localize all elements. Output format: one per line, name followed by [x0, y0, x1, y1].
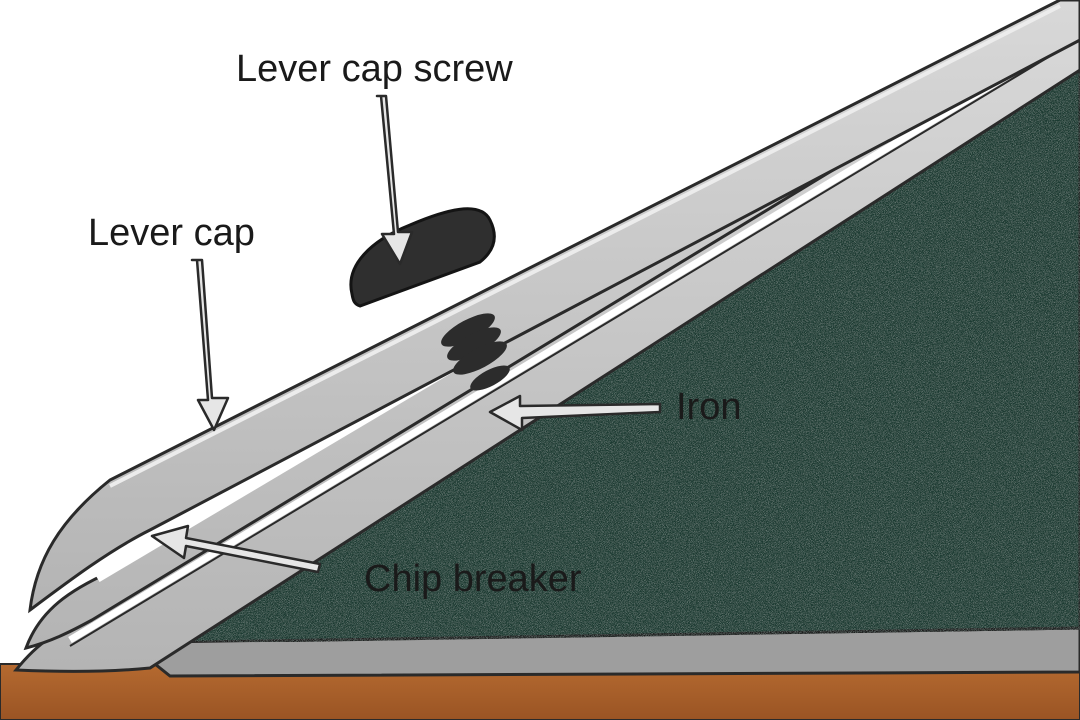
label-chip-breaker: Chip breaker [364, 558, 582, 600]
screw-shank [441, 313, 510, 391]
arrow-chip-breaker [150, 524, 322, 574]
gap-line-edge [69, 37, 1080, 647]
gap-line [68, 29, 1080, 643]
lever-cap-screw-head [349, 207, 496, 308]
lever-cap-highlight [109, 4, 1061, 488]
label-lever-cap: Lever cap [88, 212, 255, 254]
label-iron: Iron [676, 386, 742, 428]
arrow-lever-cap-screw [375, 94, 414, 266]
label-lever-cap-screw: Lever cap screw [236, 48, 513, 90]
arrow-iron [488, 394, 662, 432]
arrow-lever-cap [190, 258, 230, 432]
lever-cap-part [28, 0, 1080, 614]
